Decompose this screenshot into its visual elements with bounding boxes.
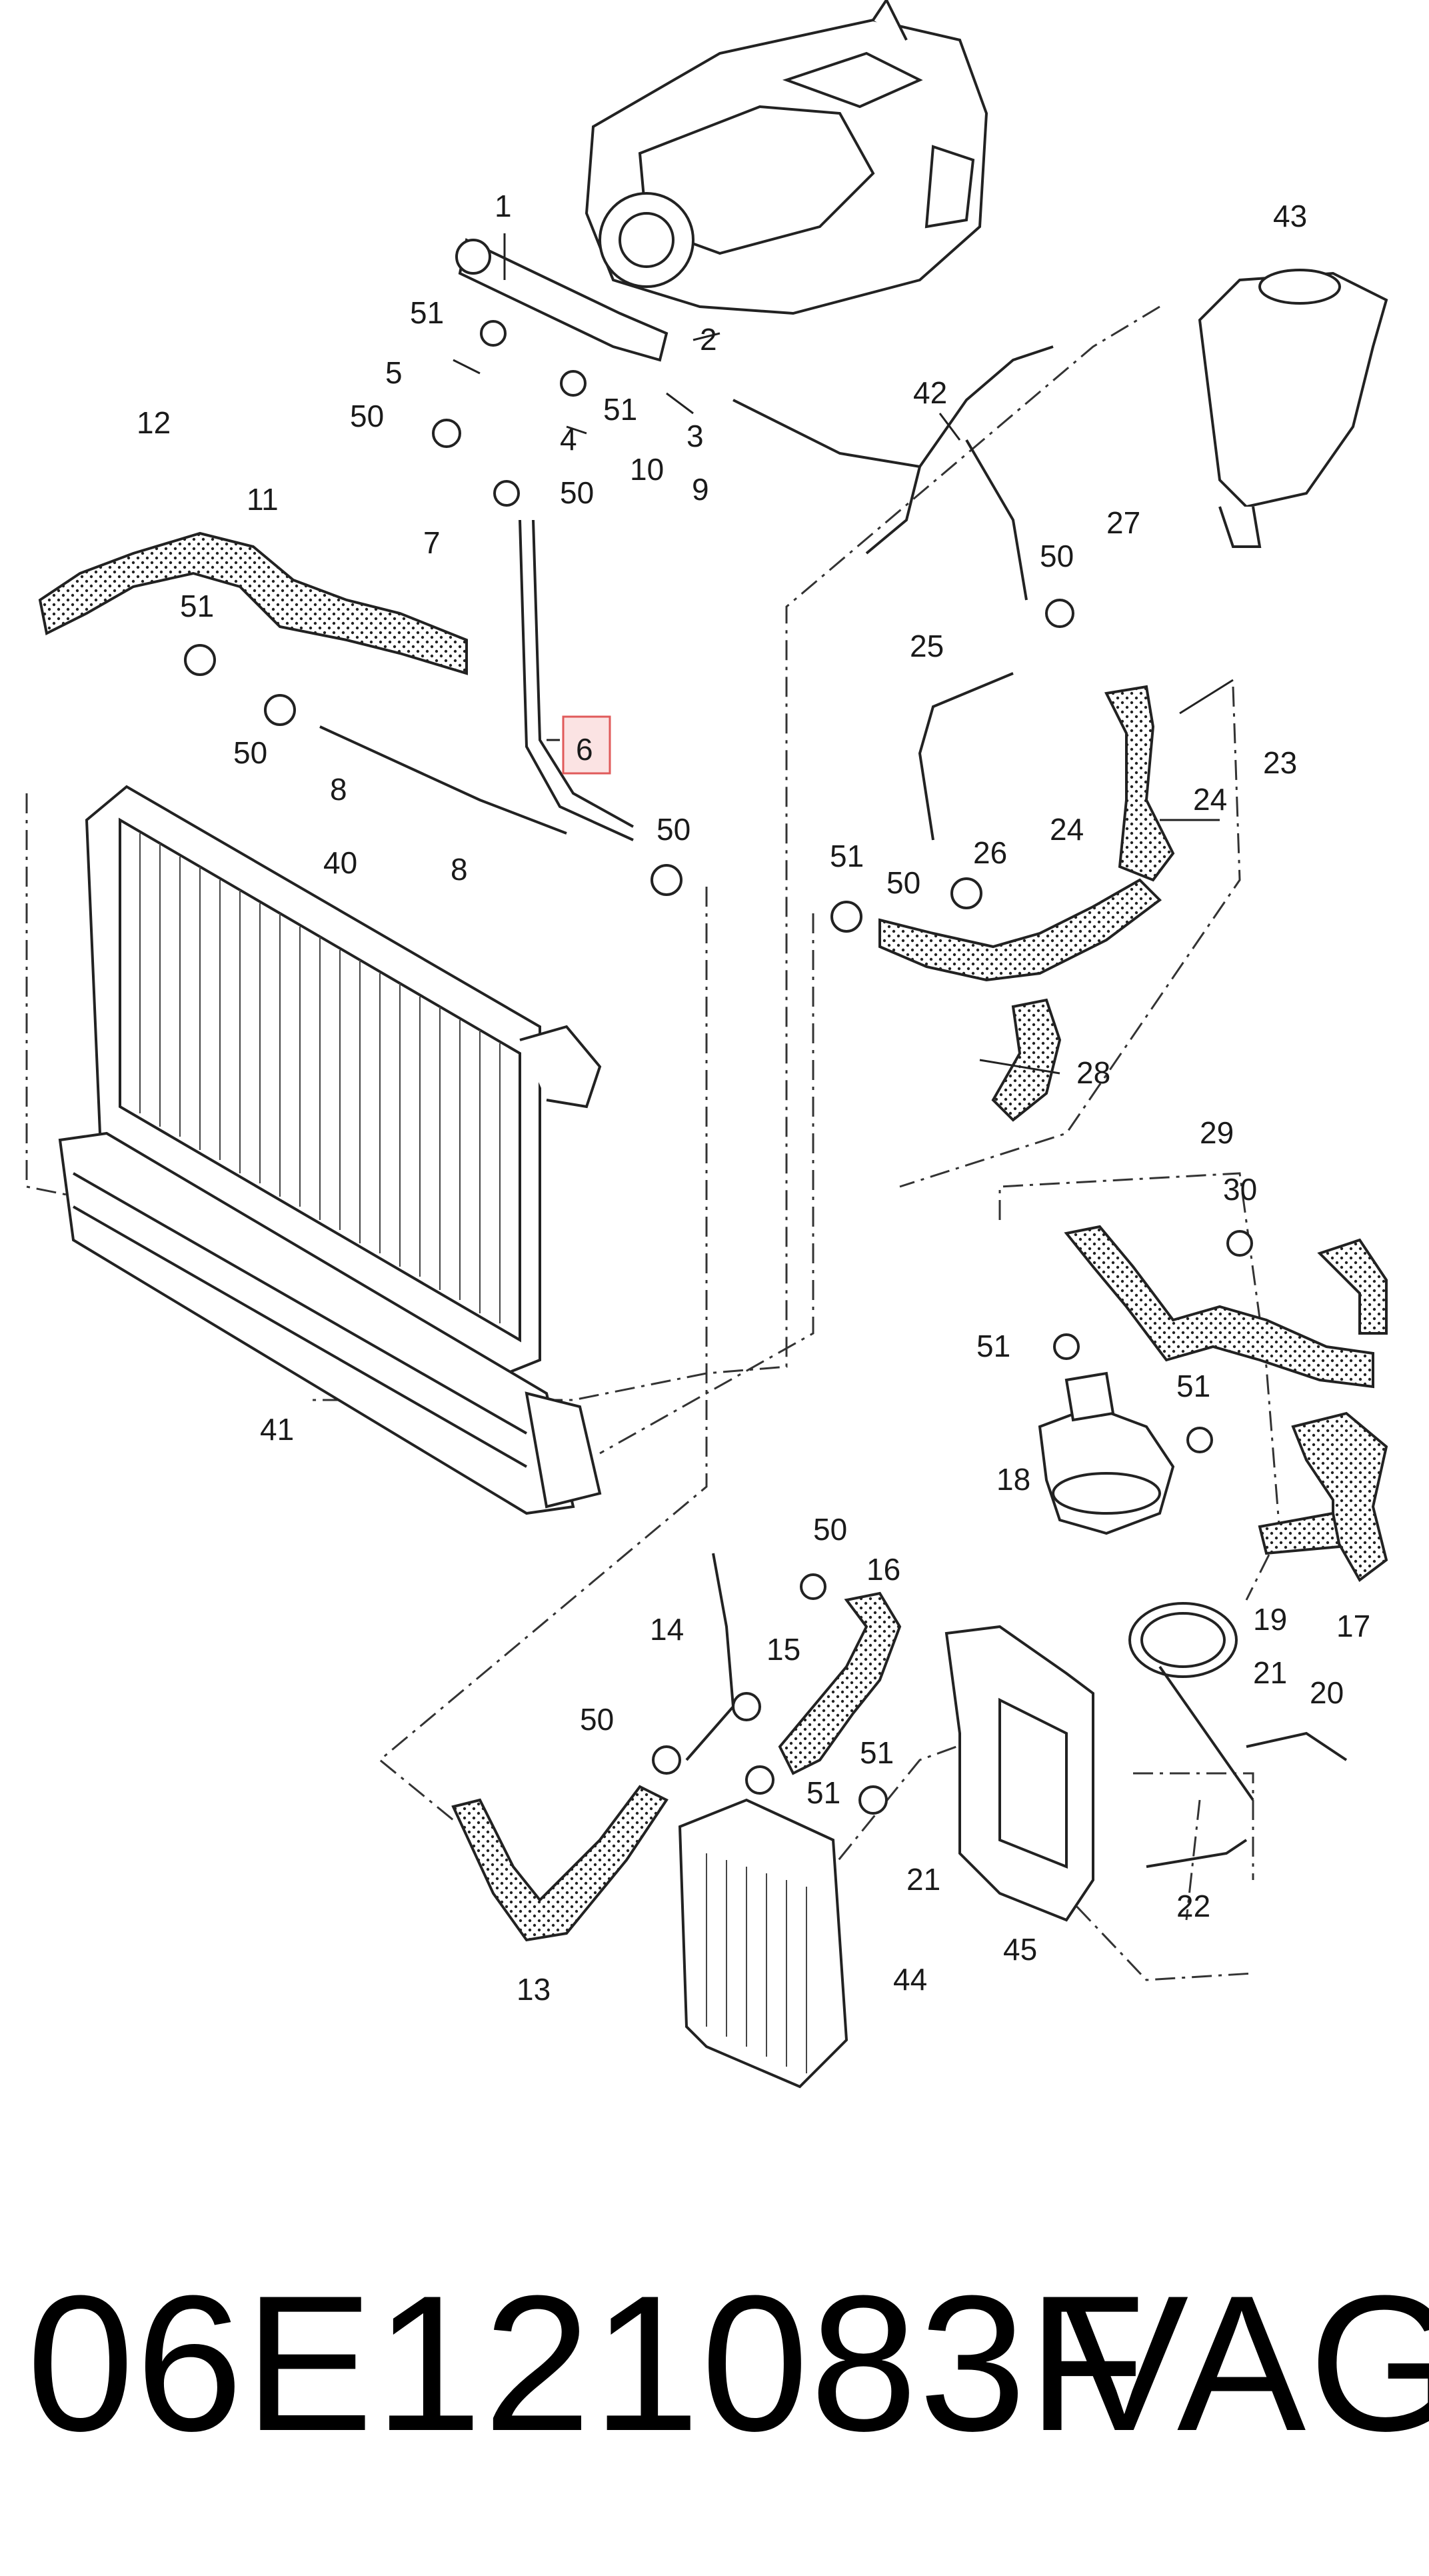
callout-50a: 50 [350, 399, 384, 433]
hose-clamps [184, 320, 1253, 1815]
hose-part-11 [38, 531, 468, 675]
callout-18: 18 [996, 1462, 1030, 1497]
callout-51a: 51 [410, 295, 444, 330]
callout-27: 27 [1106, 505, 1140, 540]
callout-11: 11 [247, 482, 279, 517]
charge-air-cooler-part-41 [58, 1131, 602, 1515]
callout-50g: 50 [813, 1512, 847, 1547]
callout-8: 8 [330, 772, 347, 807]
callout-labels: 1 2 3 4 5 6 7 8 8 9 10 11 12 13 14 15 16… [137, 189, 1370, 2007]
supercharger-assembly [585, 0, 988, 315]
callout-1: 1 [495, 189, 512, 223]
callout-50f: 50 [1040, 539, 1074, 573]
water-pump-part-18 [1038, 1371, 1175, 1535]
callout-50c: 50 [233, 735, 267, 770]
callout-26: 26 [973, 835, 1007, 870]
hose-part-23 [1104, 685, 1175, 882]
callout-16: 16 [866, 1552, 900, 1587]
pipes [319, 345, 1348, 1868]
callout-51d: 51 [830, 839, 864, 873]
callout-50d: 50 [657, 812, 691, 847]
dashed-guide-lines [25, 305, 1281, 1981]
callout-20: 20 [1310, 1675, 1344, 1710]
callout-21: 21 [1253, 1655, 1287, 1690]
callout-14: 14 [650, 1612, 684, 1647]
callout-50b: 50 [560, 475, 594, 510]
brand-name: VAG [1060, 2255, 1429, 2471]
callout-50h: 50 [580, 1702, 614, 1737]
callout-2: 2 [700, 322, 717, 357]
callout-44: 44 [893, 1962, 927, 1997]
callout-40: 40 [323, 845, 357, 880]
callout-24: 24 [1050, 812, 1084, 847]
callout-12: 12 [137, 405, 171, 440]
callout-51g: 51 [806, 1775, 840, 1810]
seal-ring-part-19 [1128, 1602, 1238, 1678]
callout-25: 25 [910, 629, 944, 663]
callout-51b: 51 [603, 392, 637, 427]
callout-5: 5 [385, 355, 403, 390]
callout-9: 9 [692, 472, 709, 507]
callout-8b: 8 [451, 852, 468, 887]
hose-part-1 [455, 238, 669, 362]
bracket-part-45 [944, 1625, 1094, 1922]
hose-part-17 [1258, 1411, 1388, 1582]
callout-29: 29 [1200, 1115, 1234, 1150]
callout-43: 43 [1273, 199, 1307, 233]
callout-51f: 51 [1176, 1369, 1210, 1403]
callout-3: 3 [687, 419, 704, 453]
callout-24b: 24 [1193, 782, 1227, 817]
callout-13: 13 [517, 1972, 551, 2007]
expansion-tank-part-43 [1198, 269, 1388, 548]
callout-15: 15 [766, 1632, 800, 1667]
callout-28: 28 [1076, 1055, 1110, 1090]
callout-19: 19 [1253, 1602, 1287, 1637]
leader-lines [453, 233, 1234, 1075]
callout-21b: 21 [906, 1862, 940, 1897]
callout-41: 41 [260, 1412, 294, 1447]
callout-7: 7 [423, 525, 441, 560]
callout-45: 45 [1003, 1932, 1037, 1967]
callout-42: 42 [913, 375, 947, 410]
callout-4: 4 [560, 422, 577, 457]
callout-6: 6 [576, 732, 593, 767]
callout-30: 30 [1223, 1172, 1257, 1207]
hose-part-29 [1064, 1225, 1388, 1389]
hose-part-16 [778, 1591, 902, 1775]
callout-51c: 51 [180, 589, 214, 623]
callout-23: 23 [1263, 745, 1297, 780]
callout-51e: 51 [976, 1329, 1010, 1363]
hose-part-13 [451, 1785, 669, 1942]
highlight-box-6 [562, 715, 611, 775]
callout-51h: 51 [860, 1735, 894, 1770]
part-number: 06E121083F [27, 2255, 1147, 2471]
callout-50e: 50 [886, 865, 920, 900]
callout-10: 10 [630, 452, 664, 487]
callout-22: 22 [1176, 1889, 1210, 1923]
hose-part-28 [878, 878, 1162, 1122]
auxiliary-radiator-part-44 [678, 1798, 848, 2089]
callout-17: 17 [1336, 1609, 1370, 1643]
